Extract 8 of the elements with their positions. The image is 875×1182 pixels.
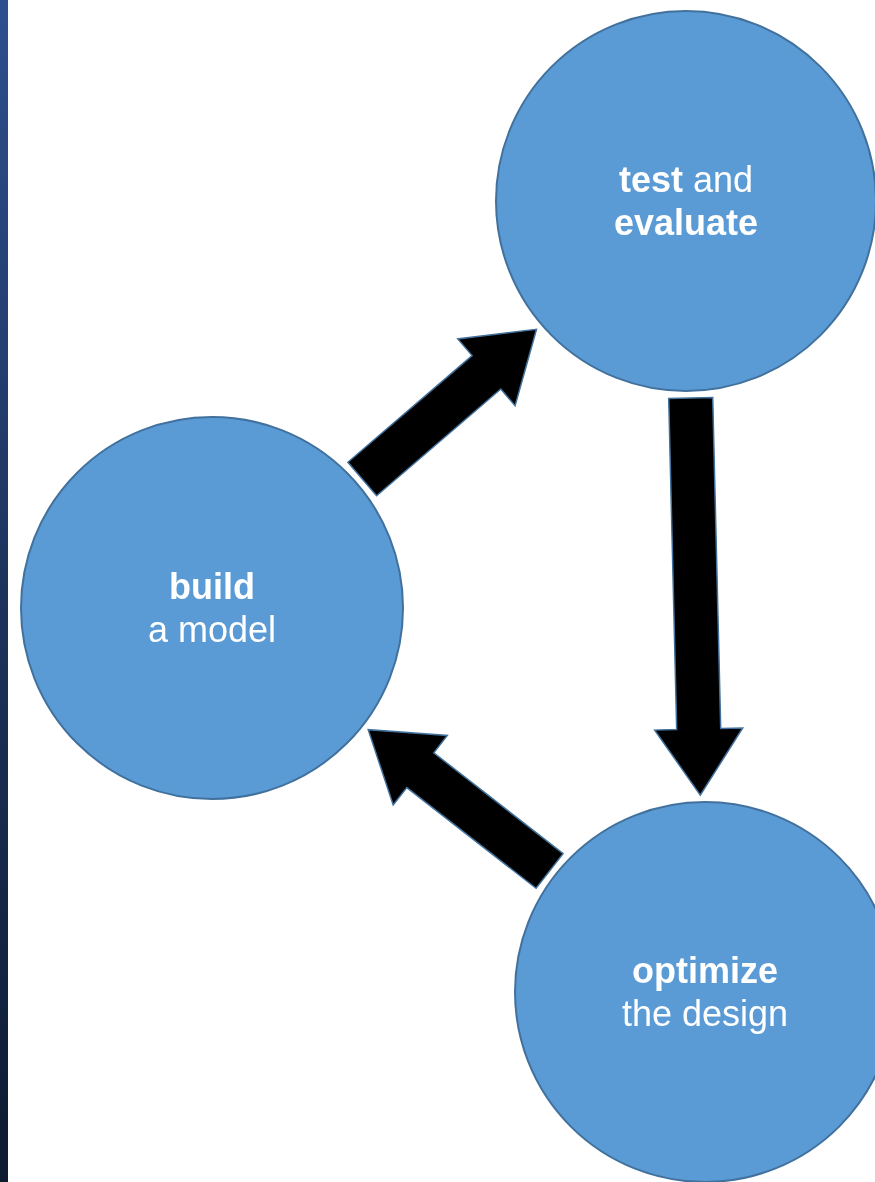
block-arrow [346, 328, 538, 497]
block-arrow [653, 396, 745, 797]
stage-title: build [169, 564, 255, 608]
stage-subtitle: the design [621, 992, 789, 1036]
stage-title: optimize [632, 948, 778, 992]
block-arrow [367, 728, 565, 890]
stage-label: test and evaluate [612, 157, 760, 245]
stage-subtitle: a model [147, 608, 277, 652]
